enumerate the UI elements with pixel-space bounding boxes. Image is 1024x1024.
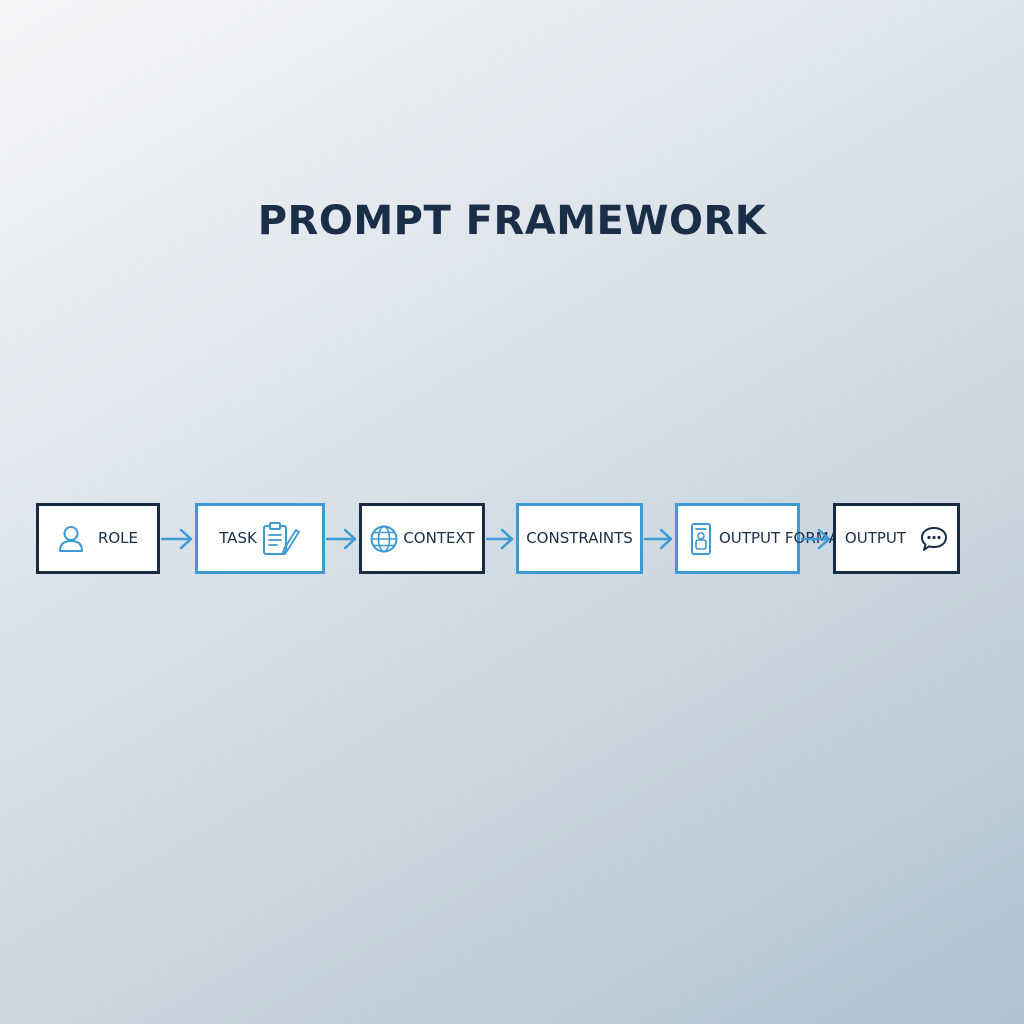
step-task: TASK [195,503,325,574]
step-output: OUTPUT [833,503,960,574]
document-badge-icon [690,522,712,556]
globe-icon [369,524,399,554]
person-icon [58,525,84,553]
step-label: CONTEXT [403,529,475,547]
speech-bubble-icon [920,525,948,553]
arrow-icon [325,528,357,550]
clipboard-pen-icon [261,521,301,557]
step-context: CONTEXT [359,503,485,574]
step-constraints: CONSTRAINTS [516,503,643,574]
step-label: OUTPUT [844,529,907,547]
step-label: OUTPUT FORMAT [719,529,847,547]
arrow-icon [485,528,514,550]
step-label: CONSTRAINTS [526,529,633,547]
diagram-title: PROMPT FRAMEWORK [257,198,767,244]
arrow-icon [643,528,673,550]
step-output-format: OUTPUT FORMAT [675,503,847,574]
arrow-icon [160,528,193,550]
arrow-icon [800,528,831,550]
step-label: TASK [219,529,257,547]
step-role: ROLE [36,503,160,574]
step-label: ROLE [97,529,139,547]
